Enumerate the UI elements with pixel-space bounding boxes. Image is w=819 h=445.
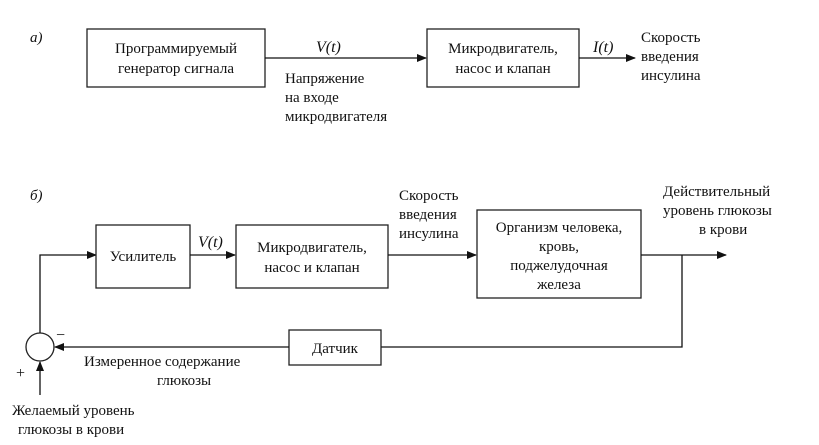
desired-line1: Желаемый уровень <box>12 403 135 419</box>
organism-line4: железа <box>536 277 581 293</box>
minus-sign: − <box>56 327 65 344</box>
signal-v-label-b: V(t) <box>198 234 223 251</box>
summing-junction <box>25 332 55 362</box>
organism-line3: поджелудочная <box>510 258 608 274</box>
sensor-label: Датчик <box>312 341 359 357</box>
actual-level-line2: уровень глюкозы <box>663 203 772 219</box>
signal-generator-line1: Программируемый <box>115 41 237 57</box>
amplifier-label: Усилитель <box>110 249 177 265</box>
measured-line1: Измеренное содержание <box>84 354 241 370</box>
micromotor-block-b <box>235 224 389 289</box>
rate-label-line1: Скорость <box>399 188 459 204</box>
closed-loop-diagram: б) − + Усилитель V(t) Микродвигатель, на… <box>12 184 772 438</box>
diagram-b-label: б) <box>30 188 43 204</box>
voltage-label-line1: Напряжение <box>285 71 365 87</box>
signal-generator-line2: генератор сигнала <box>118 61 234 77</box>
rate-label-line3: инсулина <box>399 226 459 242</box>
diagram-a-label: а) <box>30 30 43 46</box>
signal-i-label: I(t) <box>592 39 613 56</box>
micromotor-a-line1: Микродвигатель, <box>448 41 558 57</box>
micromotor-a-line2: насос и клапан <box>455 61 550 77</box>
output-rate-line1: Скорость <box>641 30 701 46</box>
organism-line2: кровь, <box>539 239 579 255</box>
actual-level-line3: в крови <box>699 222 747 238</box>
feedback-line <box>381 255 683 348</box>
error-signal-arrow <box>39 251 97 333</box>
signal-generator-block <box>86 28 266 88</box>
plus-sign: + <box>16 365 25 382</box>
micromotor-b-line2: насос и клапан <box>264 260 359 276</box>
measured-line2: глюкозы <box>157 373 211 389</box>
open-loop-diagram: а) Программируемый генератор сигнала V(t… <box>30 28 701 125</box>
organism-block <box>476 209 642 299</box>
voltage-label-line2: на входе <box>285 90 339 106</box>
output-rate-line2: введения <box>641 49 699 65</box>
output-rate-line3: инсулина <box>641 68 701 84</box>
rate-label-line2: введения <box>399 207 457 223</box>
organism-line1: Организм человека, <box>496 220 622 236</box>
micromotor-b-line1: Микродвигатель, <box>257 240 367 256</box>
voltage-label-line3: микродвигателя <box>285 109 387 125</box>
micromotor-block-a <box>426 28 580 88</box>
signal-v-label: V(t) <box>316 39 341 56</box>
desired-line2: глюкозы в крови <box>18 422 124 438</box>
actual-level-line1: Действительный <box>663 184 770 200</box>
amplifier-block <box>95 224 191 289</box>
sensor-block <box>288 329 382 366</box>
